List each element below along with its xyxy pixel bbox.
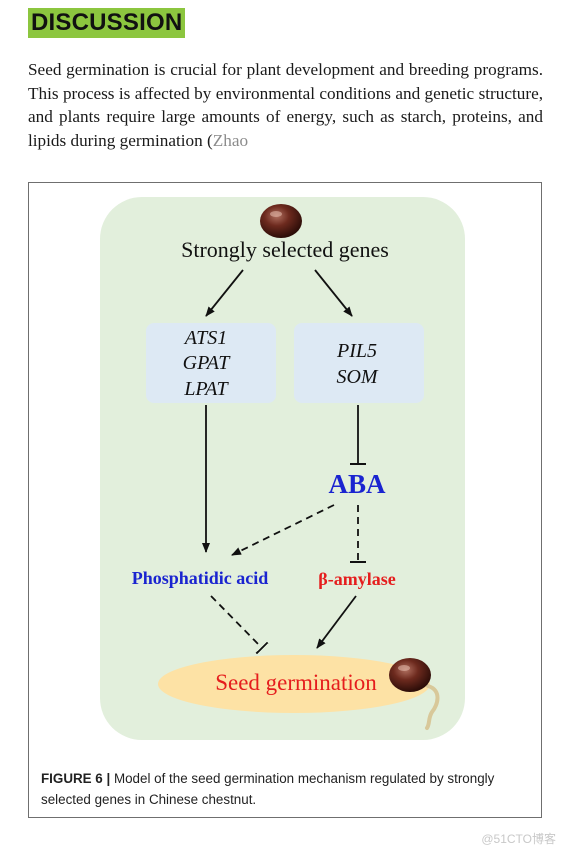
figure-caption: FIGURE 6 | Model of the seed germination… <box>41 768 531 810</box>
caption-text: Model of the seed germination mechanism … <box>41 771 495 807</box>
gene-som: SOM <box>336 366 378 388</box>
arrow-to-right-box <box>314 269 353 317</box>
citation-link[interactable]: Zhao <box>212 130 249 150</box>
site-watermark: @51CTO博客 <box>481 832 556 846</box>
dashed-arrow-to-phosphatidic-acid <box>231 504 335 556</box>
gene-pil5: PIL5 <box>336 340 377 362</box>
germinating-chestnut-icon <box>389 658 440 730</box>
figure-label: FIGURE 6 | <box>41 771 111 786</box>
arrow-to-left-box <box>205 269 244 317</box>
section-heading: DISCUSSION <box>28 8 186 38</box>
aba-label: ABA <box>328 469 386 499</box>
phosphatidic-acid-label: Phosphatidic acid <box>132 568 269 588</box>
chestnut-top-icon <box>260 204 302 238</box>
body-paragraph: Seed germination is crucial for plant de… <box>28 58 543 152</box>
seed-germination-ellipse <box>158 655 430 713</box>
top-label: Strongly selected genes <box>181 237 389 262</box>
arrow-to-seed-germination <box>316 595 357 649</box>
gene-gpat: GPAT <box>183 352 232 374</box>
beta-amylase-label: β-amylase <box>318 569 395 589</box>
gene-lpat: LPAT <box>183 378 229 400</box>
left-gene-box <box>146 323 276 403</box>
seed-germination-label: Seed germination <box>215 670 377 695</box>
gene-ats1: ATS1 <box>183 327 228 349</box>
figure-frame <box>28 182 542 818</box>
paragraph-text: Seed germination is crucial for plant de… <box>28 60 543 150</box>
dashed-inhibit-seed-germination <box>210 595 269 655</box>
right-gene-box <box>294 323 424 403</box>
